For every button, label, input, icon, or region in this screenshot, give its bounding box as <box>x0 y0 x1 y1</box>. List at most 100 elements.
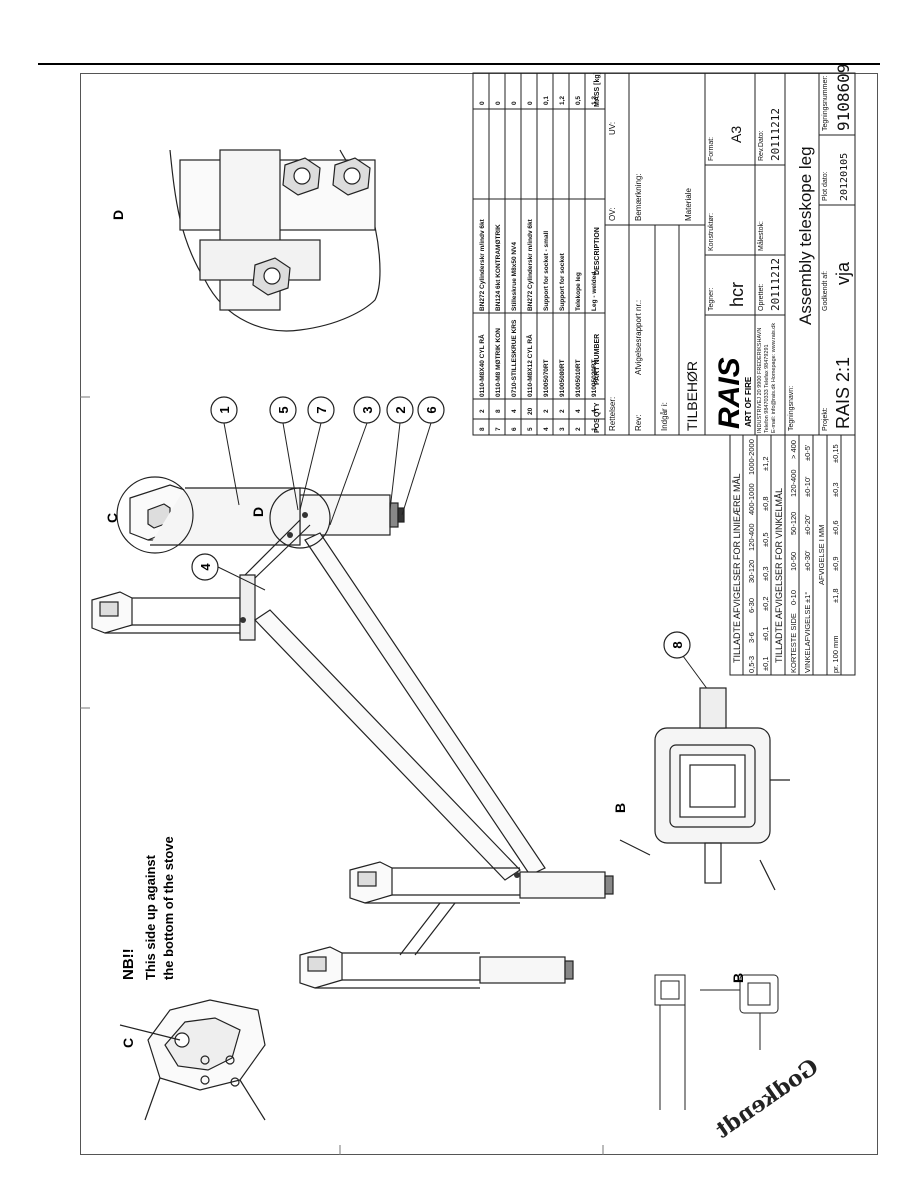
tb-logo-sub: ART OF FIRE <box>744 376 753 427</box>
tol-lin-r3: 30-120 <box>747 560 756 583</box>
rais-logo: RAIS ART OF FIRE INDUSTRIVEJ 20 9900 FRE… <box>713 323 777 433</box>
tb-address3: E-mail: info@rais.dk Homepage: www.rais.… <box>771 323 777 433</box>
parts-header-qty: QTY <box>594 402 601 417</box>
tb-tegningsnummer: 9108609 <box>834 64 853 131</box>
tol-lin-r5: 400-1000 <box>747 483 756 515</box>
tb-tilbehoer: TILBEHØR <box>684 361 700 431</box>
parts-header-desc: DESCRIPTION <box>594 227 601 275</box>
callout-8: 8 <box>670 641 685 648</box>
tol-mm-v3: ±0,3 <box>831 482 840 497</box>
tb-uv: UV: <box>608 122 617 135</box>
parts-row-1-desc: BN124 6kt KONTRAMØTRIK <box>495 224 502 311</box>
tol-vinkelafvigelse: VINKELAFVIGELSE <box>803 605 812 673</box>
parts-row-6-desc: Telekope leg <box>575 272 582 311</box>
godkendt-stamp: Godkendt <box>710 1054 824 1144</box>
page-top-rule <box>38 63 880 65</box>
tb-afvigelse: Afvigelsesrapport nr.: <box>634 300 643 375</box>
tb-konstruktoer-label: Konstruktør: <box>708 213 715 251</box>
tol-mm-v0: ±1,8 <box>831 588 840 603</box>
tol-lin-v0: ±0,1 <box>761 656 770 671</box>
parts-row-3-part: 0110-M8X12 CYL RÅ <box>525 334 534 397</box>
parts-row-1-part: 0110-M8 MØTRIK KON <box>495 328 502 397</box>
detail-b-drawing <box>619 687 790 891</box>
tol-title-lin: TILLADTE AFVIGELSER FOR LINIEÆRE MÅL <box>732 473 742 663</box>
tol-ang-r1: 10-50 <box>789 552 798 571</box>
view-label-c-main: C <box>104 513 120 523</box>
tolerance-table: TILLADTE AFVIGELSER FOR LINIEÆRE MÅL 0,5… <box>729 434 856 676</box>
tol-title-ang: TILLADTE AFVIGELSER FOR VINKELMÅL <box>774 488 784 663</box>
tb-address2: Telefon 98470333 Telefax 98479291 <box>764 344 770 433</box>
title-block: POS QTY PART NUMBER DESCRIPTION MASS [kg… <box>472 64 856 436</box>
parts-row-0-mass: 0 <box>479 101 486 105</box>
tb-format: A3 <box>728 126 744 143</box>
tb-plotdato-label: Plot dato: <box>822 171 829 201</box>
leg-left-back <box>299 946 574 989</box>
parts-row-5-pos: 3 <box>559 427 566 431</box>
callout-leaders <box>217 422 709 691</box>
callout-6: 6 <box>424 406 439 413</box>
detail-circle-c <box>116 476 194 554</box>
tb-rettelser: Rettelser: <box>608 397 617 431</box>
tol-ang-v3: ±0-10' <box>803 476 812 497</box>
tol-ang-v4: ±0-5' <box>803 444 812 461</box>
parts-row-0-qty: 2 <box>479 409 486 413</box>
view-label-d-detail: D <box>110 210 126 220</box>
tol-lin-v2: ±0,2 <box>761 596 770 611</box>
parts-row-4-qty: 2 <box>543 409 550 413</box>
tol-lin-v4: ±0,5 <box>761 532 770 547</box>
detail-c-drawing <box>119 999 266 1121</box>
leg-top-short <box>91 591 241 635</box>
parts-row-7-part: 91005020RT <box>591 359 598 397</box>
view-label-b-detail: B <box>612 803 628 813</box>
parts-row-2-pos: 6 <box>511 427 518 431</box>
tol-lin-r4: 120-400 <box>747 523 756 551</box>
note-line1: NB!! <box>120 948 137 980</box>
tb-ov: OV: <box>608 208 617 221</box>
callout-3: 3 <box>360 406 375 413</box>
parts-row-4-desc: Support for socket - small <box>543 231 550 311</box>
tb-tegner: hcr <box>727 282 747 307</box>
parts-row-1-pos: 7 <box>495 427 502 431</box>
tb-tegningsnavn-label: Tegningsnavn: <box>788 386 795 431</box>
leg-left-front <box>349 861 614 904</box>
parts-row-5-mass: 1,2 <box>559 96 566 105</box>
tb-bemaerkning: Bemærkning: <box>634 173 643 221</box>
parts-rows: 8 2 0110-M8X40 CYL RÅ BN272 Cylinderskr … <box>477 96 598 431</box>
parts-row-0-pos: 8 <box>479 427 486 431</box>
callout-4: 4 <box>198 563 213 571</box>
tol-korteste-side: KORTESTE SIDE <box>789 613 798 673</box>
parts-row-6-qty: 4 <box>575 409 582 413</box>
note-line2: This side up against <box>143 854 158 980</box>
callout-2: 2 <box>393 406 408 413</box>
parts-row-2-part: 0710-STILLESKRUE KRS <box>511 319 518 397</box>
tol-lin-v1: ±0,1 <box>761 626 770 641</box>
tol-ang-r2: 50-120 <box>789 512 798 535</box>
tol-lin-r1: 3-6 <box>747 632 756 643</box>
tb-revdato-label: Rev.Dato: <box>758 130 765 161</box>
tb-logo: RAIS <box>713 357 746 429</box>
tb-rev: Rev: <box>634 415 643 431</box>
parts-header-pos: POS <box>594 418 601 433</box>
parts-row-2-qty: 4 <box>511 409 518 413</box>
parts-row-7-desc: Leg - welded <box>591 272 598 311</box>
tb-materiale: Materiale <box>684 188 693 221</box>
callout-1: 1 <box>217 406 232 413</box>
tol-pr100: pr. 100 mm <box>831 635 840 673</box>
frame-ticks <box>80 396 604 1155</box>
parts-row-7-mass: 1,3 <box>591 96 598 105</box>
note-line3: the bottom of the stove <box>161 836 176 980</box>
tol-lin-v3: ±0,3 <box>761 566 770 581</box>
parts-row-2-desc: Stilleskrue M8x50 NV4 <box>511 242 518 311</box>
tb-tegner-label: Tegner: <box>708 288 715 311</box>
tol-ang-r0: 0-10 <box>789 590 798 605</box>
callout-5: 5 <box>276 406 291 413</box>
parts-row-3-mass: 0 <box>527 101 534 105</box>
main-assembly <box>91 484 614 989</box>
tb-revdato: 20111212 <box>769 108 782 161</box>
parts-row-3-pos: 5 <box>527 427 534 431</box>
parts-row-6-pos: 2 <box>575 427 582 431</box>
tb-oprettet: 20111212 <box>769 258 782 311</box>
tol-ang-v2: ±0-20' <box>803 514 812 535</box>
tol-mm-v1: ±0,9 <box>831 556 840 571</box>
